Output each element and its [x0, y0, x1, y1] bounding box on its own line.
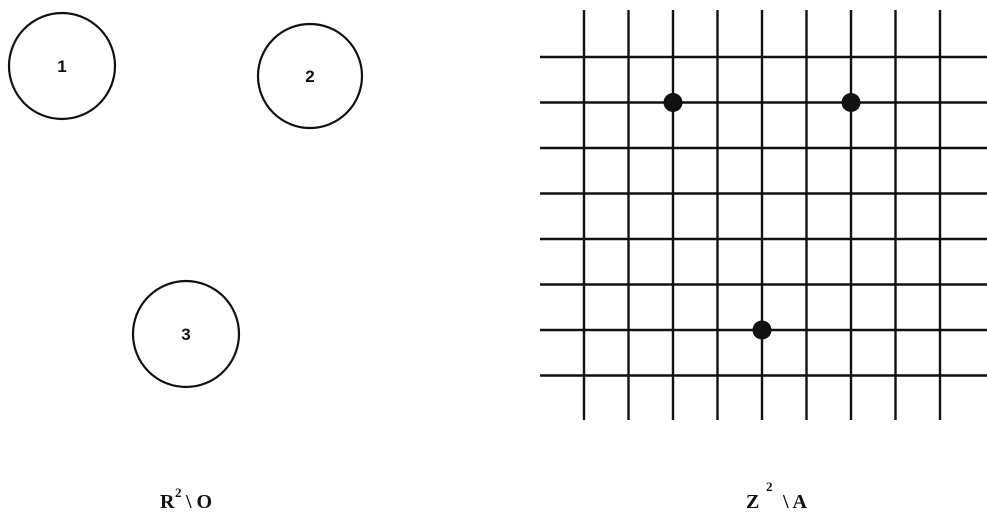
region-1-circle	[7, 11, 117, 121]
right-caption-base: Z	[746, 491, 759, 513]
marked-point	[752, 320, 772, 340]
left-caption-base: R	[160, 491, 175, 513]
marked-point	[841, 93, 861, 112]
marked-point	[663, 93, 683, 112]
left-caption-sup: 2	[175, 485, 182, 500]
region-2-circle	[256, 22, 364, 130]
region-1: 1	[7, 11, 117, 121]
region-2-label: 2	[305, 67, 314, 86]
right-caption-sup: 2	[766, 479, 773, 494]
left-panel: 1 2 3 R 2 \ O	[7, 11, 364, 513]
right-caption-rest: \ A	[782, 491, 807, 513]
right-panel: Z 2 \ A	[540, 10, 987, 513]
region-2: 2	[256, 22, 364, 130]
lattice-grid	[540, 10, 987, 420]
region-3-label: 3	[181, 325, 190, 344]
marked-points	[663, 93, 861, 340]
left-caption-rest: \ O	[185, 491, 212, 513]
region-3-circle	[131, 279, 241, 389]
region-1-label: 1	[57, 57, 66, 76]
right-caption: Z 2 \ A	[746, 479, 807, 513]
region-3: 3	[131, 279, 241, 389]
left-caption: R 2 \ O	[160, 485, 212, 513]
